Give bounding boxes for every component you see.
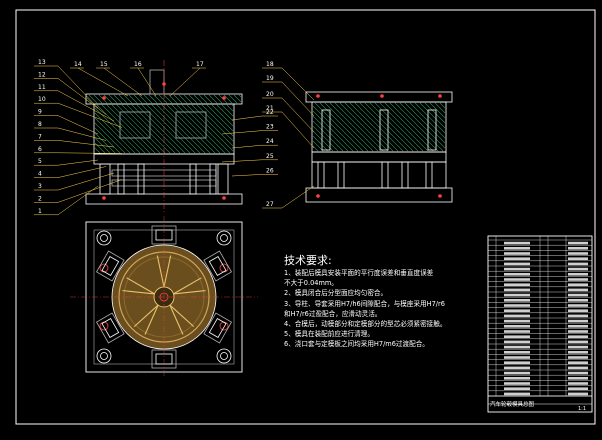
callout-7: 7 bbox=[38, 133, 42, 140]
callout-18: 18 bbox=[266, 61, 274, 68]
tech-requirement-item: 2、模具闭合后分型面应均匀密合。 bbox=[284, 289, 388, 298]
tech-requirement-item: 1、装配后模具安装平面的平行度误差和垂直度误差 bbox=[284, 269, 434, 277]
callout-17: 17 bbox=[196, 61, 204, 68]
tech-requirement-item: 4、合模后，动模部分和定模部分的型芯必须紧密接触。 bbox=[284, 320, 447, 329]
tech-requirements-title: 技术要求: bbox=[284, 254, 332, 267]
callout-8: 8 bbox=[38, 121, 42, 128]
callout-21: 21 bbox=[266, 105, 274, 112]
tech-requirement-item: 3、导柱、导套采用H7/h6间隙配合，与模座采用H7/r6 bbox=[284, 299, 445, 308]
callout-6: 6 bbox=[38, 146, 42, 153]
callout-4: 4 bbox=[38, 171, 42, 178]
callout-19: 19 bbox=[266, 75, 274, 82]
callout-11: 11 bbox=[38, 84, 46, 91]
tech-requirement-item: 不大于0.04mm。 bbox=[284, 279, 338, 288]
parts-list-table: 1:1 bbox=[487, 235, 593, 413]
sheet-mark: 1:1 bbox=[578, 406, 586, 412]
callout-22: 22 bbox=[266, 109, 274, 116]
tech-requirement-item: 5、模具在装配前应进行清理。 bbox=[284, 330, 374, 339]
callout-26: 26 bbox=[266, 167, 274, 174]
callout-12: 12 bbox=[38, 71, 46, 78]
callout-23: 23 bbox=[266, 124, 274, 131]
callout-14: 14 bbox=[74, 61, 82, 68]
callout-15: 15 bbox=[100, 61, 108, 68]
callout-9: 9 bbox=[38, 109, 42, 116]
callout-2: 2 bbox=[38, 195, 42, 202]
callout-13: 13 bbox=[38, 59, 46, 66]
callout-10: 10 bbox=[38, 96, 46, 103]
tech-requirement-item: 和H7/r6过盈配合，应滑动灵活。 bbox=[284, 309, 382, 318]
callout-25: 25 bbox=[266, 153, 274, 160]
callout-5: 5 bbox=[38, 158, 42, 165]
tech-requirements-list: 1、装配后模具安装平面的平行度误差和垂直度误差 不大于0.04mm。2、模具闭合… bbox=[284, 268, 446, 350]
callout-3: 3 bbox=[38, 183, 42, 190]
side-section-view: 18 19 20 21 27 bbox=[262, 61, 453, 209]
callout-24: 24 bbox=[266, 138, 274, 145]
drawing-frame bbox=[15, 9, 596, 425]
callout-27: 27 bbox=[266, 201, 274, 208]
plan-view bbox=[70, 216, 258, 378]
drawing-name: 汽车轮毂模具总图 bbox=[490, 402, 535, 408]
callout-20: 20 bbox=[266, 91, 274, 98]
callout-16: 16 bbox=[134, 61, 142, 68]
tech-requirement-item: 6、浇口套与定模板之间均采用H7/m6过渡配合。 bbox=[284, 340, 429, 349]
callout-1: 1 bbox=[38, 208, 42, 215]
